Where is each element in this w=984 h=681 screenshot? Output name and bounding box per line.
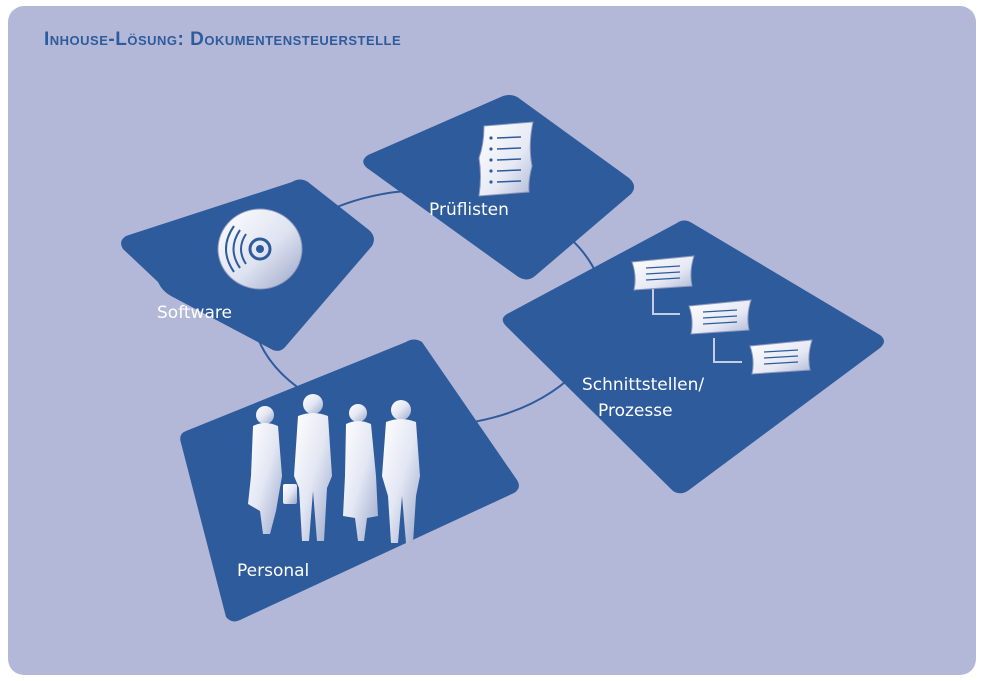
diagram-canvas: Prüflisten Software <box>121 95 884 622</box>
tile-schnittstellen <box>502 220 884 494</box>
diagram-panel: Inhouse-Lösung: Dokumentensteuerstelle <box>8 6 976 675</box>
cd-disc-icon <box>217 208 303 290</box>
node-pruflisten: Prüflisten <box>363 95 635 280</box>
node-schnittstellen: Schnittstellen/ Prozesse <box>502 220 884 494</box>
label-software: Software <box>157 303 232 323</box>
people-silhouettes-icon <box>248 394 420 543</box>
document-list-icon <box>478 121 534 197</box>
label-schnittstellen-line-1: Schnittstellen/ <box>582 375 704 395</box>
label-schnittstellen-line-2: Prozesse <box>598 401 673 421</box>
label-personal: Personal <box>237 561 309 581</box>
label-schnittstellen: Schnittstellen/ Prozesse <box>582 375 710 421</box>
label-pruflisten: Prüflisten <box>429 200 509 220</box>
node-personal: Personal <box>180 339 519 622</box>
page-title: Inhouse-Lösung: Dokumentensteuerstelle <box>44 29 402 50</box>
node-software: Software <box>121 179 374 351</box>
process-flow-icon <box>631 255 813 375</box>
